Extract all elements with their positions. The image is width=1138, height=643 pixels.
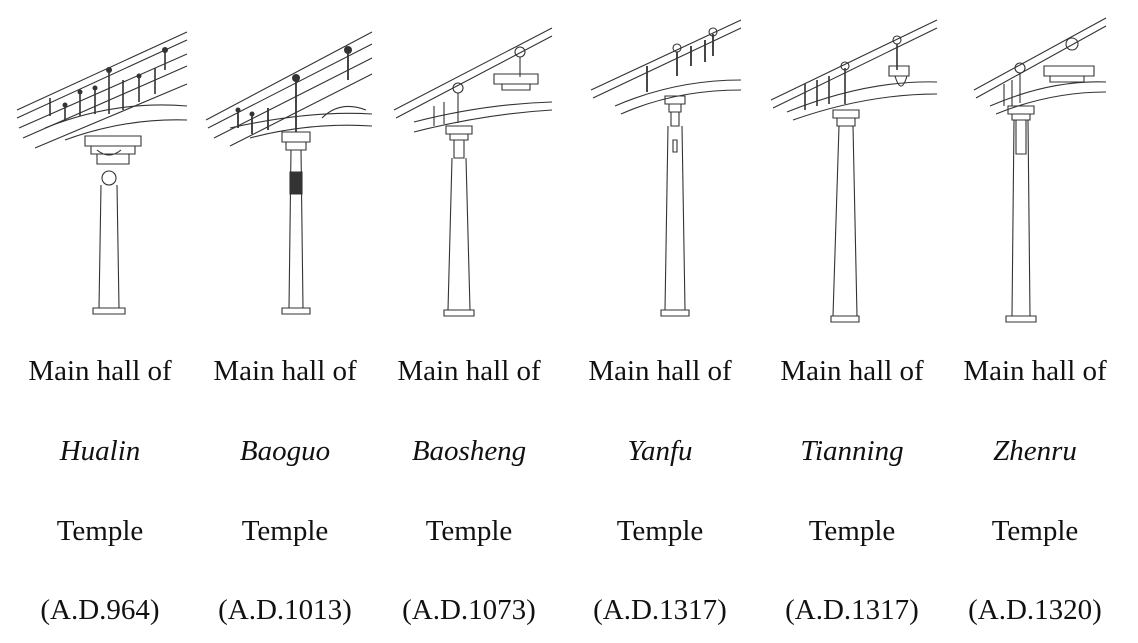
caption-line-temple: Temple — [425, 515, 513, 547]
caption-line-temple: Temple — [991, 515, 1079, 547]
hualin-column-drawing — [16, 31, 188, 315]
caption-line-temple: Temple — [808, 515, 896, 547]
zhenru-column-drawing — [973, 17, 1107, 323]
column-hualin: Main hall of Hualin Temple (A.D.964) — [5, 0, 195, 643]
caption-line-temple: Temple — [241, 515, 329, 547]
caption-temple-name: Zhenru — [993, 435, 1077, 467]
caption-temple-name: Baosheng — [411, 435, 527, 467]
caption-line-temple: Temple — [616, 515, 704, 547]
baoguo-column-drawing — [205, 31, 373, 315]
caption-date: (A.D.1317) — [593, 594, 727, 626]
caption-temple-name: Baoguo — [239, 435, 331, 467]
tianning-column-drawing — [770, 19, 938, 323]
caption-temple-name: Tianning — [800, 435, 904, 467]
caption-line-main-hall: Main hall of — [963, 355, 1107, 387]
caption-line-main-hall: Main hall of — [397, 355, 541, 387]
caption-line-main-hall: Main hall of — [28, 355, 172, 387]
caption-temple-name: Hualin — [59, 435, 141, 467]
caption-date: (A.D.1073) — [402, 594, 536, 626]
caption-date: (A.D.1317) — [785, 594, 919, 626]
column-tianning: Main hall of Tianning Temple (A.D.1317) — [757, 0, 947, 643]
caption-line-main-hall: Main hall of — [588, 355, 732, 387]
column-yanfu: Main hall of Yanfu Temple (A.D.1317) — [565, 0, 755, 643]
column-baosheng: Main hall of Baosheng Temple (A.D.1073) — [374, 0, 564, 643]
caption-date: (A.D.1013) — [218, 594, 352, 626]
yanfu-column-drawing — [590, 19, 742, 317]
caption-date: (A.D.964) — [40, 594, 160, 626]
column-zhenru: Main hall of Zhenru Temple (A.D.1320) — [940, 0, 1130, 643]
caption-date: (A.D.1320) — [968, 594, 1102, 626]
caption-line-main-hall: Main hall of — [780, 355, 924, 387]
caption-line-temple: Temple — [56, 515, 144, 547]
baosheng-column-drawing — [393, 27, 553, 317]
caption-line-main-hall: Main hall of — [213, 355, 357, 387]
caption-temple-name: Yanfu — [627, 435, 693, 467]
column-baoguo: Main hall of Baoguo Temple (A.D.1013) — [190, 0, 380, 643]
